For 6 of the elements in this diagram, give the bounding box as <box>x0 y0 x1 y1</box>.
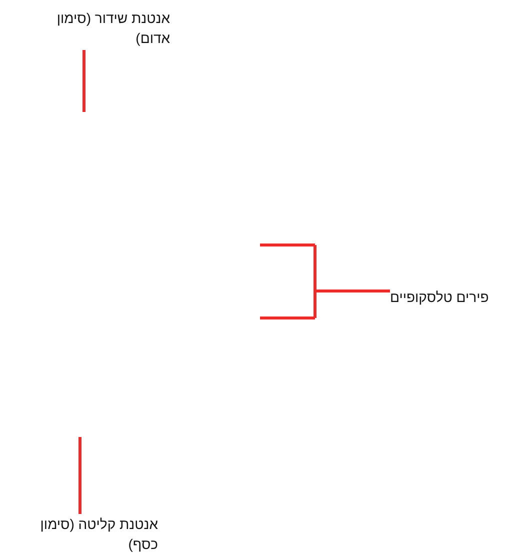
leader-line <box>78 437 82 514</box>
part-label: אנטנת קליטה (סימון כסף) <box>8 514 158 554</box>
part-label: פירים טלסקופיים <box>390 287 489 307</box>
part-label: אנטנת שידור (סימון אדום) <box>30 8 170 48</box>
leader-line <box>258 244 392 320</box>
leader-line <box>82 50 86 112</box>
